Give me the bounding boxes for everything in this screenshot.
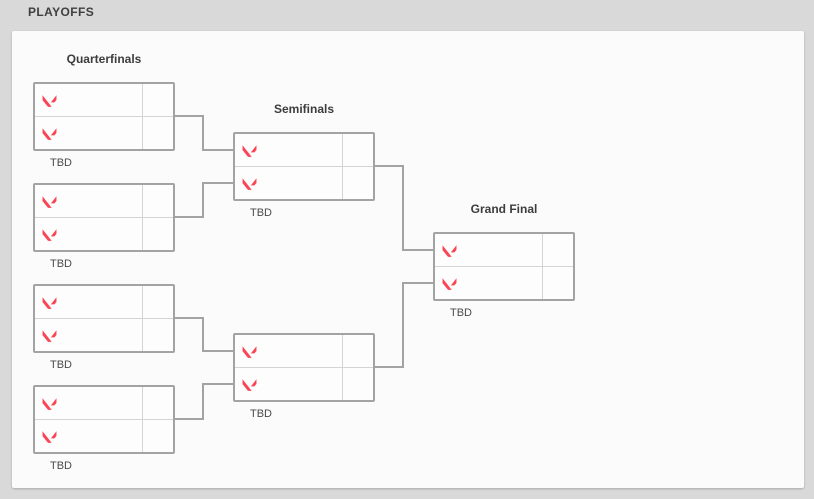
match-footer-label: TBD (250, 408, 272, 420)
valorant-logo-icon (41, 329, 58, 342)
connector-line (402, 282, 404, 368)
match-footer-label: TBD (50, 460, 72, 472)
score-cell (542, 234, 573, 266)
participant-row (35, 286, 173, 319)
connector-line (175, 115, 204, 117)
connector-line (374, 366, 404, 368)
valorant-logo-icon (441, 277, 458, 290)
valorant-logo-icon (441, 244, 458, 257)
score-cell (142, 218, 173, 250)
participant-row (35, 319, 173, 351)
connector-line (202, 350, 233, 352)
score-cell (342, 335, 373, 367)
connector-line (175, 216, 204, 218)
match-footer-label: TBD (50, 359, 72, 371)
connector-line (402, 282, 433, 284)
round-label-grand-final: Grand Final (470, 202, 538, 216)
participant-row (35, 218, 173, 250)
participant-row (235, 167, 373, 199)
round-label-quarterfinals: Quarterfinals (66, 52, 142, 66)
connector-line (202, 317, 204, 352)
participant-row (235, 368, 373, 400)
match-footer-label: TBD (50, 157, 72, 169)
valorant-logo-icon (241, 177, 258, 190)
page-title: PLAYOFFS (28, 5, 95, 19)
connector-line (374, 165, 404, 167)
page-header: PLAYOFFS (0, 0, 814, 31)
valorant-logo-icon (41, 94, 58, 107)
connector-line (202, 383, 233, 385)
connector-line (402, 165, 404, 251)
participant-row (35, 117, 173, 149)
round-label-semifinals: Semifinals (273, 102, 335, 116)
connector-line (402, 249, 433, 251)
match-semifinal-1[interactable] (233, 132, 375, 201)
match-footer-label: TBD (50, 258, 72, 270)
match-footer-label: TBD (450, 307, 472, 319)
connector-line (202, 115, 204, 151)
score-cell (142, 185, 173, 217)
valorant-logo-icon (241, 144, 258, 157)
score-cell (342, 368, 373, 400)
connector-line (175, 317, 204, 319)
participant-row (35, 185, 173, 218)
connector-line (202, 149, 233, 151)
connector-line (202, 182, 233, 184)
valorant-logo-icon (41, 228, 58, 241)
score-cell (542, 267, 573, 299)
match-quarterfinal-3[interactable] (33, 284, 175, 353)
participant-row (35, 387, 173, 420)
valorant-logo-icon (41, 397, 58, 410)
score-cell (142, 117, 173, 149)
participant-row (235, 335, 373, 368)
connector-line (202, 383, 204, 420)
score-cell (142, 420, 173, 452)
score-cell (142, 84, 173, 116)
score-cell (142, 319, 173, 351)
score-cell (142, 286, 173, 318)
participant-row (435, 234, 573, 267)
participant-row (35, 420, 173, 452)
match-semifinal-2[interactable] (233, 333, 375, 402)
participant-row (35, 84, 173, 117)
score-cell (342, 167, 373, 199)
valorant-logo-icon (41, 430, 58, 443)
valorant-logo-icon (241, 345, 258, 358)
match-quarterfinal-4[interactable] (33, 385, 175, 454)
connector-line (202, 182, 204, 218)
match-grand-final[interactable] (433, 232, 575, 301)
participant-row (435, 267, 573, 299)
match-quarterfinal-1[interactable] (33, 82, 175, 151)
match-quarterfinal-2[interactable] (33, 183, 175, 252)
valorant-logo-icon (241, 378, 258, 391)
valorant-logo-icon (41, 127, 58, 140)
participant-row (235, 134, 373, 167)
score-cell (342, 134, 373, 166)
valorant-logo-icon (41, 195, 58, 208)
connector-line (175, 418, 204, 420)
score-cell (142, 387, 173, 419)
match-footer-label: TBD (250, 207, 272, 219)
valorant-logo-icon (41, 296, 58, 309)
